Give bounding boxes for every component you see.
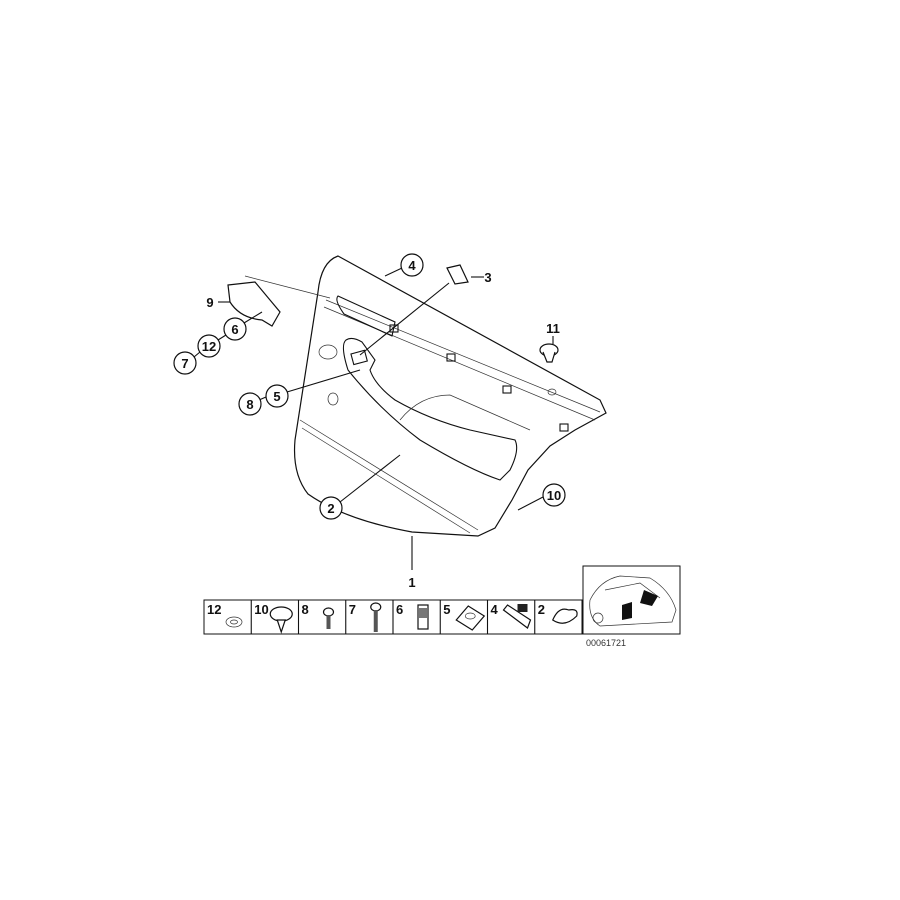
svg-text:12: 12 bbox=[202, 339, 216, 354]
parts-strip-number: 10 bbox=[254, 602, 268, 617]
svg-text:8: 8 bbox=[246, 397, 253, 412]
parts-strip-cell-5: 5 bbox=[439, 600, 486, 634]
parts-strip-number: 4 bbox=[491, 602, 499, 617]
leader-lines bbox=[193, 267, 554, 570]
image-code: 00061721 bbox=[586, 638, 626, 648]
parts-strip-cell-12: 12 bbox=[207, 602, 243, 628]
callout-10: 10 bbox=[542, 483, 566, 507]
callout-7: 7 bbox=[173, 351, 197, 375]
part-4-icon bbox=[502, 604, 532, 629]
part-12-icon bbox=[225, 616, 243, 628]
part-10-icon bbox=[269, 606, 293, 634]
parts-strip-number: 8 bbox=[302, 602, 309, 617]
car-location-thumbnail bbox=[582, 565, 681, 635]
parts-strip-number: 5 bbox=[443, 602, 450, 617]
parts-strip-number: 7 bbox=[349, 602, 356, 617]
part-6-icon bbox=[417, 604, 429, 630]
clip-part bbox=[539, 343, 559, 363]
parts-strip-cell-10: 10 bbox=[250, 600, 293, 634]
part-7-icon bbox=[370, 602, 382, 632]
callout-6: 6 bbox=[223, 317, 247, 341]
svg-text:5: 5 bbox=[273, 389, 280, 404]
part-2-icon bbox=[552, 608, 578, 624]
svg-text:4: 4 bbox=[408, 258, 416, 273]
parts-strip-number: 6 bbox=[396, 602, 403, 617]
callout-11: 11 bbox=[546, 321, 560, 336]
svg-text:2: 2 bbox=[327, 501, 334, 516]
callout-8: 8 bbox=[238, 392, 262, 416]
part-5-icon bbox=[455, 605, 486, 631]
callout-9: 9 bbox=[206, 295, 213, 310]
svg-text:9: 9 bbox=[206, 295, 213, 310]
part-8-icon bbox=[322, 607, 335, 629]
callout-2: 2 bbox=[319, 496, 343, 520]
svg-text:3: 3 bbox=[484, 270, 491, 285]
door-trim-panel bbox=[293, 255, 607, 537]
svg-text:6: 6 bbox=[231, 322, 238, 337]
callout-4: 4 bbox=[400, 253, 424, 277]
callout-3: 3 bbox=[484, 270, 491, 285]
parts-strip-cell-8: 8 bbox=[297, 600, 335, 634]
parts-strip-cell-6: 6 bbox=[392, 600, 429, 634]
callout-12: 12 bbox=[197, 334, 221, 358]
callout-5: 5 bbox=[265, 384, 289, 408]
svg-text:10: 10 bbox=[547, 488, 561, 503]
cover-cap-part bbox=[446, 264, 469, 285]
svg-text:7: 7 bbox=[181, 356, 188, 371]
parts-strip-cell-4: 4 bbox=[486, 600, 532, 634]
callout-1: 1 bbox=[408, 575, 415, 590]
parts-strip-cell-2: 2 bbox=[534, 600, 578, 634]
parts-strip-cell-7: 7 bbox=[345, 600, 382, 634]
parts-strip-number: 2 bbox=[538, 602, 545, 617]
parts-strip-number: 12 bbox=[207, 602, 221, 617]
svg-text:1: 1 bbox=[408, 575, 415, 590]
svg-text:11: 11 bbox=[546, 321, 560, 336]
